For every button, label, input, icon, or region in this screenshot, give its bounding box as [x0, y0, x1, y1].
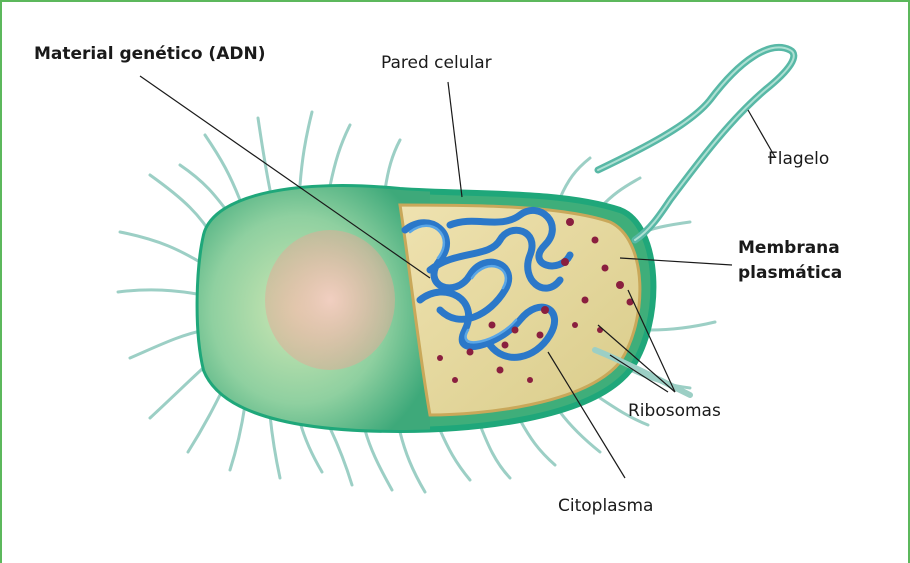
label-plasma-membrane-line1: Membrana	[738, 236, 842, 261]
label-cytoplasm: Citoplasma	[558, 495, 653, 517]
label-genetic-material: Material genético (ADN)	[34, 43, 265, 65]
nucleoid-region	[265, 230, 395, 370]
label-plasma-membrane-line2: plasmática	[738, 261, 842, 286]
label-flagellum: Flagelo	[768, 148, 829, 170]
label-ribosomes: Ribosomas	[628, 400, 721, 422]
label-cell-wall: Pared celular	[381, 52, 492, 74]
label-plasma-membrane: Membrana plasmática	[738, 236, 842, 286]
